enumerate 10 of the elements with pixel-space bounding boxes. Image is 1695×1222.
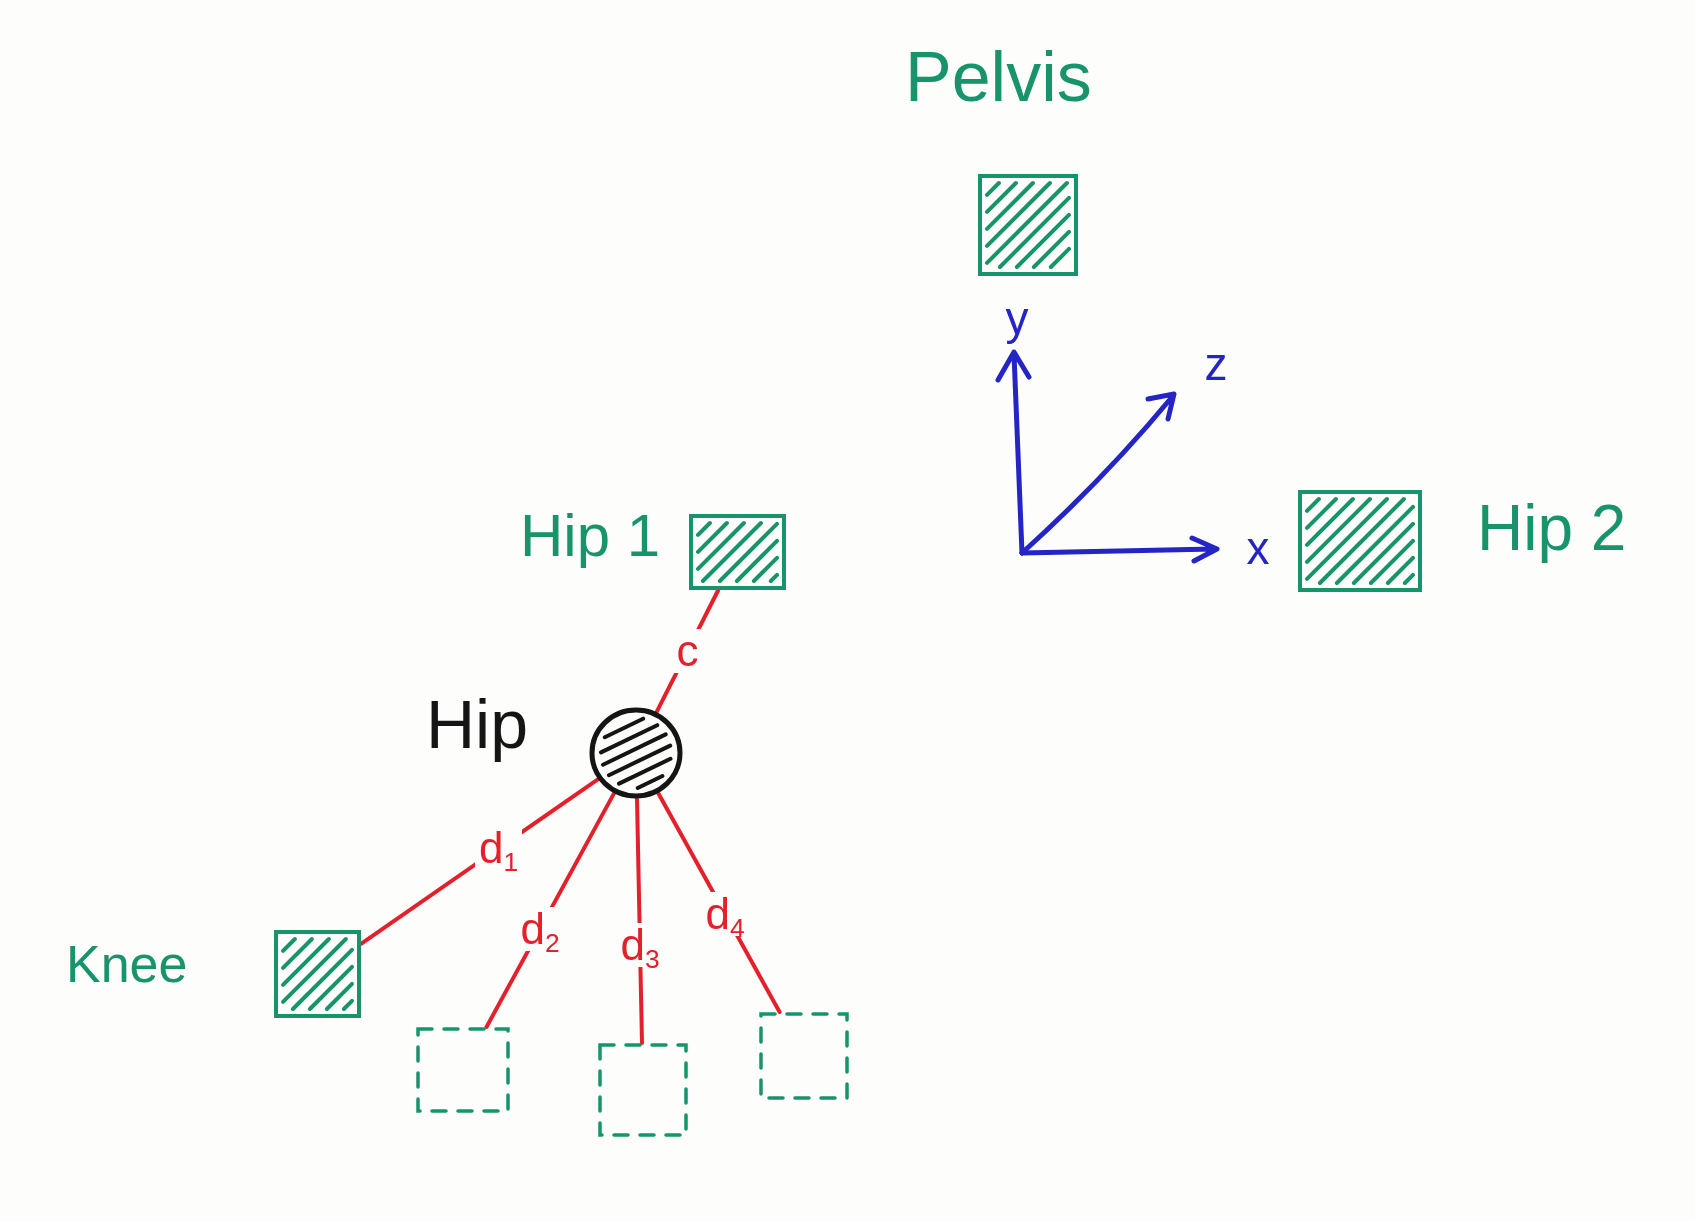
axis-label: z <box>1204 341 1228 387</box>
node-label: Pelvis <box>905 42 1092 112</box>
dashed-square <box>598 1043 688 1137</box>
edge-label: c <box>672 628 703 673</box>
dashed-square <box>416 1027 510 1113</box>
dashed-square <box>759 1012 849 1100</box>
axis-label: x <box>1246 525 1270 571</box>
node-label: Knee <box>66 938 188 990</box>
edge-label: d$_{1}$ <box>475 826 523 871</box>
node-label: Hip 1 <box>520 506 661 566</box>
